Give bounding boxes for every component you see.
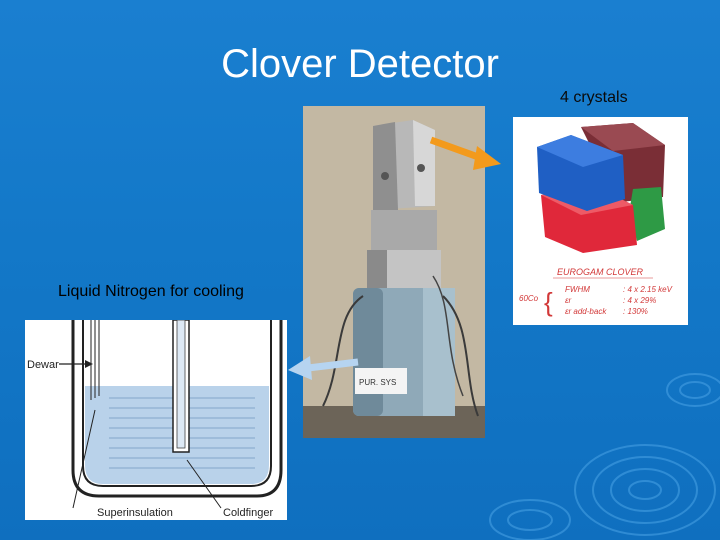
nitrogen-cooling-label: Liquid Nitrogen for cooling — [58, 283, 244, 301]
addback-value: : 130% — [623, 307, 648, 316]
efficiency-value: : 4 x 29% — [623, 296, 656, 305]
fwhm-value: : 4 x 2.15 keV — [623, 285, 673, 294]
slide-title: Clover Detector — [170, 42, 550, 87]
brace-glyph: { — [544, 287, 553, 317]
clover-crystals-drawing: EUROGAM CLOVER 60Co { FWHM : 4 x 2.15 ke… — [513, 117, 688, 325]
efficiency-key: εr — [565, 296, 572, 305]
eurogam-clover-figure: EUROGAM CLOVER 60Co { FWHM : 4 x 2.15 ke… — [513, 117, 688, 325]
water-ripples-decoration — [470, 330, 720, 540]
blue-arrow — [286, 350, 362, 384]
clover-caption: EUROGAM CLOVER — [557, 267, 644, 277]
coldfinger-label: Coldfinger — [223, 507, 273, 519]
orange-arrow — [425, 130, 505, 174]
superinsulation-label: Superinsulation — [97, 507, 173, 519]
crystals-label: 4 crystals — [560, 89, 628, 107]
photo-sticker-text: PUR. SYS — [359, 378, 396, 387]
dewar-label: Dewar — [27, 359, 59, 371]
dewar-diagram: Dewar Superinsulation Coldfinger — [25, 320, 287, 520]
isotope-label: 60Co — [519, 294, 539, 303]
fwhm-key: FWHM — [565, 285, 590, 294]
dewar-drawing: Dewar Superinsulation Coldfinger — [25, 320, 287, 520]
addback-key: εr add-back — [565, 307, 607, 316]
